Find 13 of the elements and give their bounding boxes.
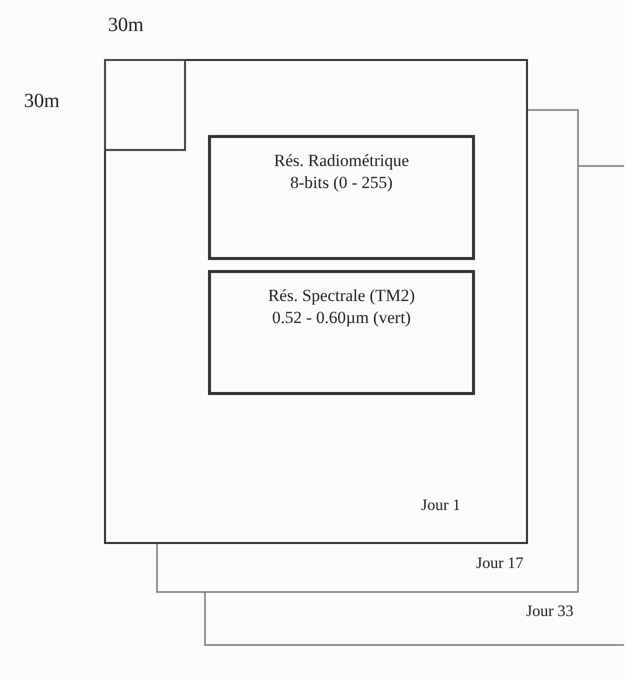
day-label: Jour 17 (476, 555, 524, 573)
dimension-label: 30m (24, 90, 60, 113)
info-box (208, 135, 475, 260)
day-label: Jour 33 (526, 603, 574, 621)
day-label: Jour 1 (421, 497, 461, 515)
dimension-label: 30m (108, 14, 144, 37)
box-heading: Rés. Radiométrique (274, 150, 410, 172)
box-heading: Rés. Spectrale (TM2) (268, 285, 415, 307)
day-frame (104, 59, 528, 544)
pixel-square (104, 59, 186, 151)
box-value: 8-bits (0 - 255) (290, 172, 393, 194)
box-value: 0.52 - 0.60µm (vert) (272, 307, 411, 329)
info-box (208, 270, 475, 395)
